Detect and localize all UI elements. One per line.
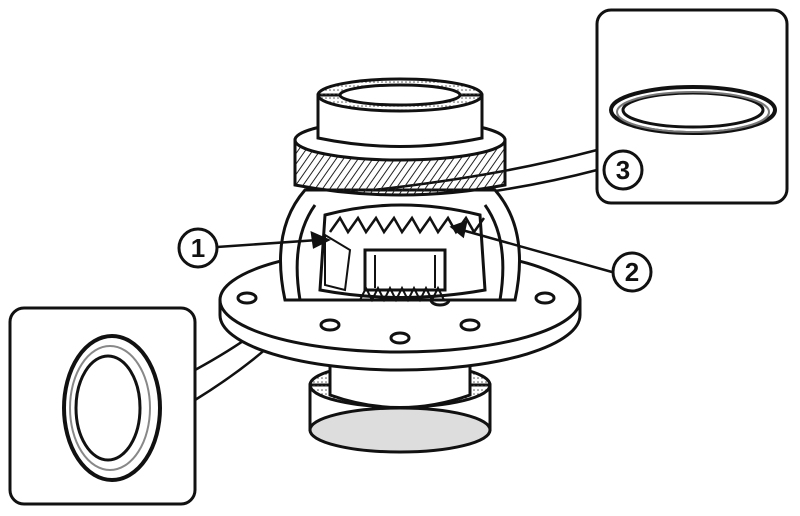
pointer-arrows [216, 220, 613, 274]
callout-1: 1 [177, 227, 219, 269]
callout-2-label: 2 [625, 257, 639, 287]
callout-3-label: 3 [616, 155, 630, 185]
differential-assembly [218, 77, 582, 454]
callout-2: 2 [611, 251, 653, 293]
inset-panel-washer-top [595, 8, 789, 205]
callout-3: 3 [602, 149, 644, 191]
callout-1-label: 1 [191, 233, 205, 263]
inset-panel-washer-bottom [8, 306, 197, 506]
